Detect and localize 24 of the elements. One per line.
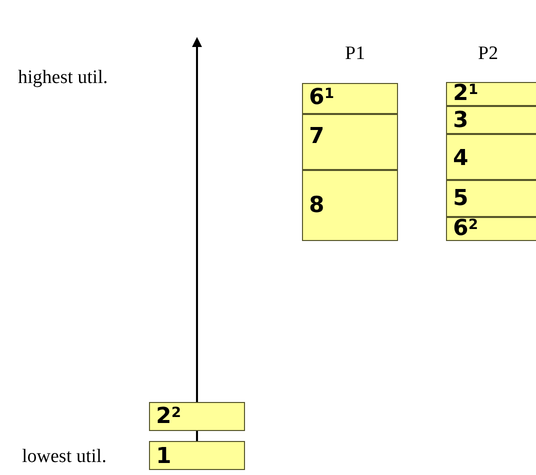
task-block xyxy=(302,83,398,114)
task-number: 6$^{2}$ xyxy=(453,218,478,240)
processor-label: P1 xyxy=(345,43,366,65)
task-number: 4 xyxy=(453,148,468,170)
task-block xyxy=(446,82,536,106)
task-number: 7 xyxy=(309,126,324,148)
task-block xyxy=(446,217,536,241)
task-block xyxy=(446,180,536,217)
task-number: 1 xyxy=(156,446,172,468)
task-block xyxy=(446,134,536,180)
task-number: 5 xyxy=(453,188,468,210)
axis-label: lowest util. xyxy=(22,446,106,468)
task-number: 8 xyxy=(309,195,324,217)
processor-label: P2 xyxy=(478,43,498,65)
task-number: 6$^{1}$ xyxy=(309,87,334,109)
task-block xyxy=(446,106,536,134)
axis-label: highest util. xyxy=(18,67,108,89)
task-block xyxy=(149,402,245,431)
task-number: 2$^{2}$ xyxy=(156,406,182,428)
task-block xyxy=(302,170,398,241)
task-number: 2$^{1}$ xyxy=(453,83,478,105)
task-block xyxy=(149,441,245,470)
task-number: 3 xyxy=(453,110,468,132)
task-block xyxy=(302,114,398,170)
